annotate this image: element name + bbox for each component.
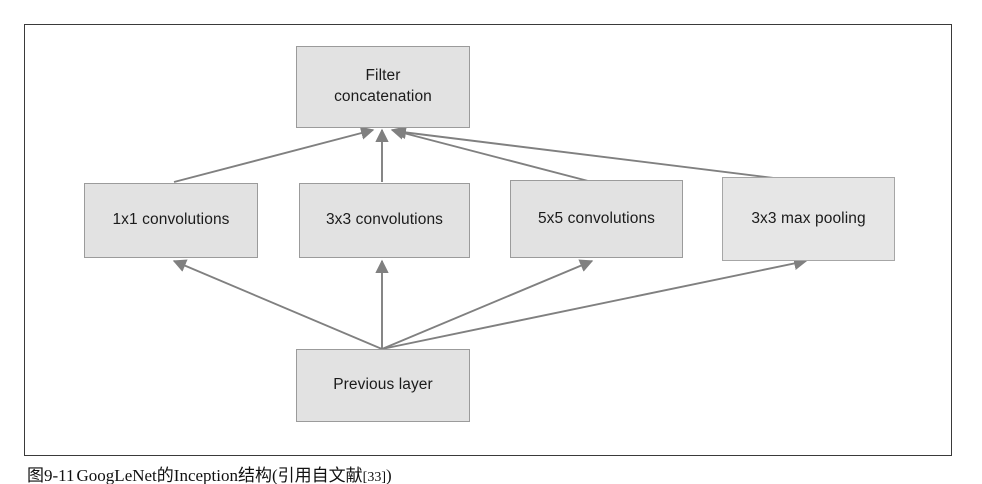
node-previous-layer-label: Previous layer — [333, 376, 433, 394]
figure-caption-number: 图9-11 — [27, 466, 75, 484]
node-filter-concatenation[interactable]: Filter concatenation — [296, 46, 470, 128]
node-conv-1x1-label: 1x1 convolutions — [112, 211, 230, 229]
figure-caption-text: GoogLeNet的Inception结构(引用自文献 — [76, 466, 363, 484]
figure-caption-reference: [33] — [362, 470, 386, 484]
node-maxpool-3x3[interactable]: 3x3 max pooling — [722, 177, 895, 261]
node-conv-5x5-label: 5x5 convolutions — [537, 209, 656, 227]
node-filter-concatenation-label: Filter concatenation — [334, 67, 432, 105]
node-previous-layer[interactable]: Previous layer — [296, 349, 470, 422]
node-conv-3x3[interactable]: 3x3 convolutions — [299, 183, 470, 258]
node-maxpool-3x3-label: 3x3 max pooling — [751, 209, 866, 227]
node-conv-1x1[interactable]: 1x1 convolutions — [84, 183, 258, 258]
figure-caption-closing: ) — [385, 466, 392, 484]
node-conv-5x5[interactable]: 5x5 convolutions — [510, 180, 683, 258]
node-conv-3x3-label: 3x3 convolutions — [325, 211, 444, 229]
